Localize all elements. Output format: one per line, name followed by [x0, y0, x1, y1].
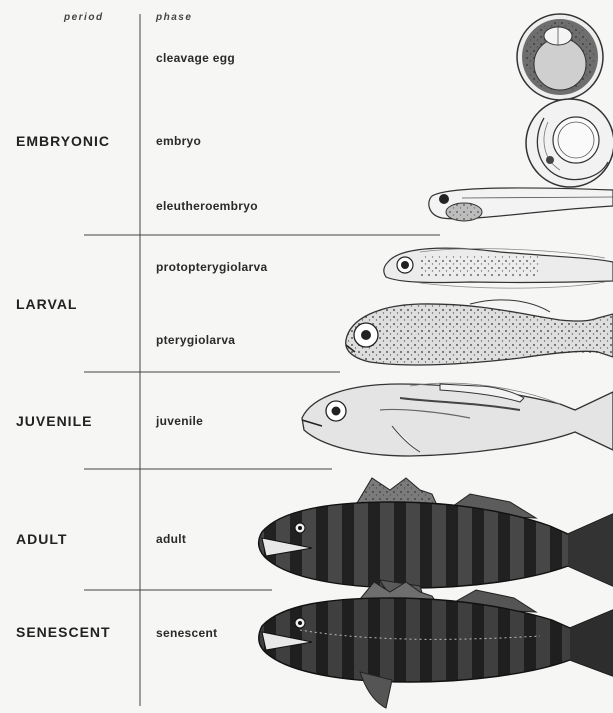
embryo-illustration [526, 99, 613, 187]
adult-fish-illustration [259, 478, 613, 606]
protopterygiolarva-illustration [384, 248, 613, 288]
juvenile-fish-illustration [302, 383, 613, 456]
eleutheroembryo-illustration [429, 188, 613, 221]
senescent-fish-illustration [259, 582, 613, 708]
cleavage-egg-illustration [517, 14, 603, 100]
pterygiolarva-illustration [346, 300, 613, 365]
